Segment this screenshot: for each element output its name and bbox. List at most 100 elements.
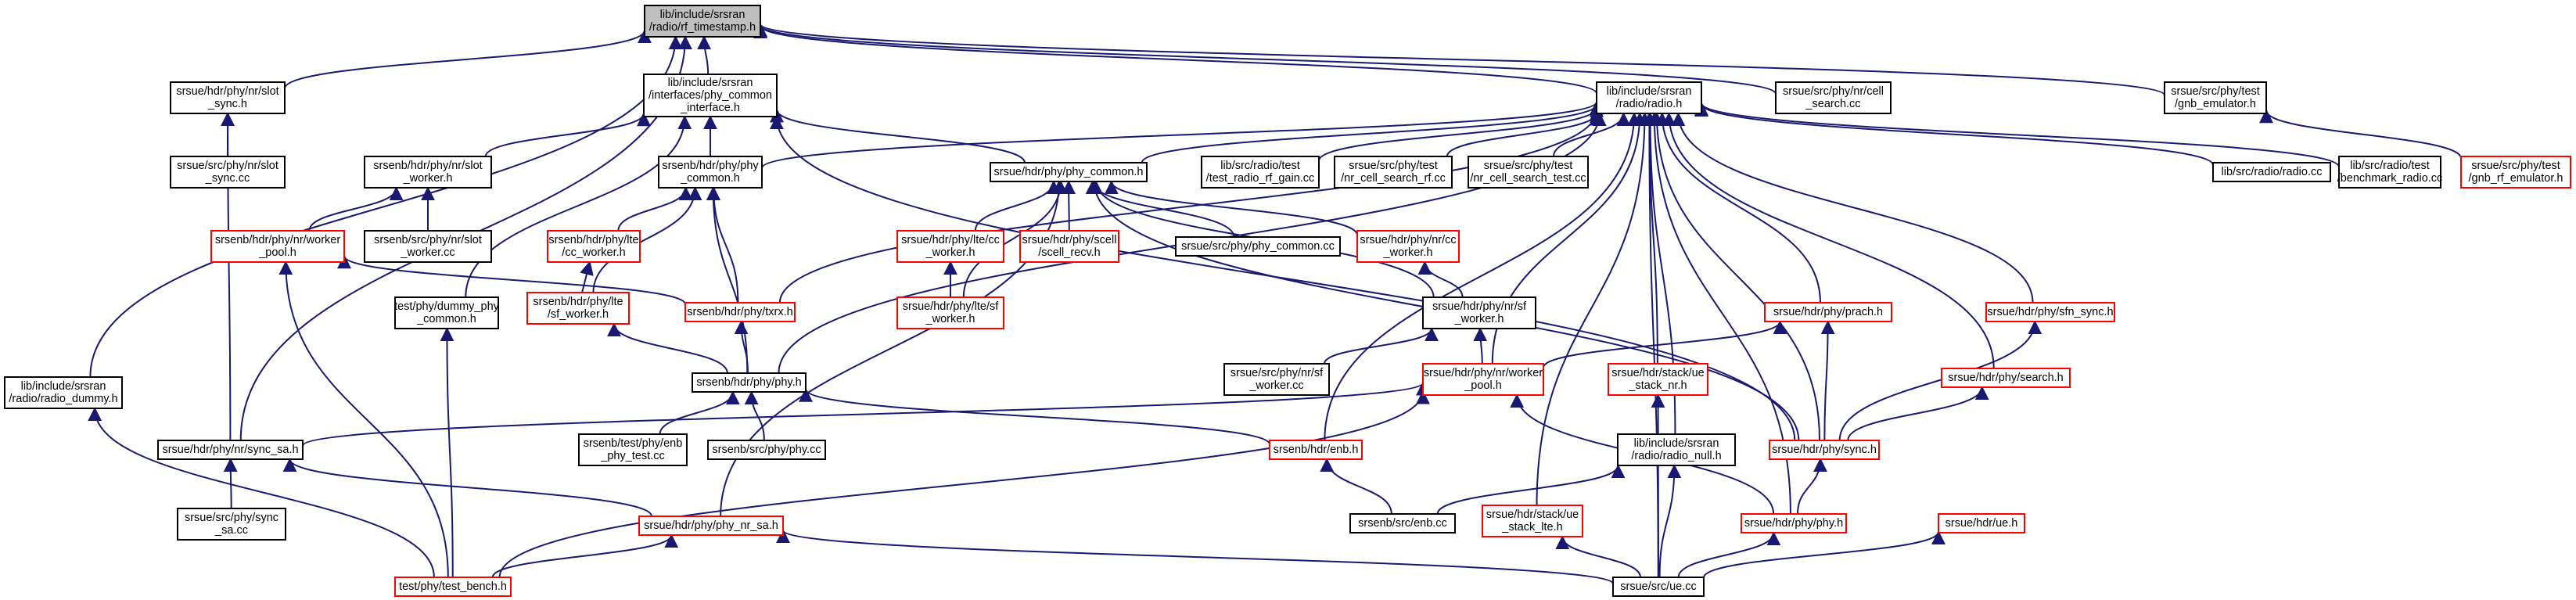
- node-sync_sa_cc[interactable]: srsue/src/phy/sync_sa.cc: [177, 508, 286, 541]
- node-box: [1422, 296, 1536, 329]
- edge-enb_nr_worker_pool-to-enb_slot_worker_h: [308, 186, 404, 232]
- node-box: [990, 162, 1148, 182]
- node-enb_slot_worker_cc[interactable]: srsenb/src/phy/nr/slot_worker.cc: [364, 230, 492, 263]
- node-enb_lte_sf_worker[interactable]: srsenb/hdr/phy/lte/sf_worker.h: [526, 292, 630, 325]
- node-box: [1269, 440, 1363, 460]
- node-label-line: /radio/radio_dummy.h: [9, 393, 117, 405]
- node-label-line: srsenb/hdr/phy/phy.h: [696, 376, 801, 389]
- node-box: [644, 5, 761, 38]
- edge-ue_cc-to-radio_null_h: [1658, 464, 1682, 578]
- node-box: [1468, 156, 1589, 189]
- node-enb_nr_worker_pool[interactable]: srsenb/hdr/phy/nr/worker_pool.h: [210, 230, 345, 263]
- node-ue_phy_common_cc[interactable]: srsue/src/phy/phy_common.cc: [1175, 236, 1341, 257]
- node-label-line: /cc_worker.h: [562, 246, 625, 259]
- node-ue_phy_h[interactable]: srsue/hdr/phy/phy.h: [1741, 513, 1847, 534]
- node-box: [1769, 440, 1880, 460]
- edge-cell_search_cc-to-rf_timestamp: [753, 23, 1777, 95]
- node-enb_txrx[interactable]: srsenb/hdr/phy/txrx.h: [684, 302, 796, 322]
- node-enb_lte_cc_worker[interactable]: srsenb/hdr/phy/lte/cc_worker.h: [547, 230, 641, 263]
- node-label-line: _sa.cc: [214, 524, 248, 537]
- node-ue_phy_common_h[interactable]: srsue/hdr/phy/phy_common.h: [990, 162, 1148, 182]
- node-box: [1764, 302, 1892, 322]
- edge-ue_nr_sync_sa-to-ue_nr_worker_pool: [302, 381, 1430, 447]
- node-label-line: _interface.h: [680, 102, 740, 114]
- node-enb_phy_cc[interactable]: srsenb/src/phy/phy.cc: [707, 440, 826, 460]
- node-ue_nr_worker_pool[interactable]: srsue/hdr/phy/nr/worker_pool.h: [1422, 363, 1544, 396]
- node-radio_h[interactable]: lib/include/srsran/radio/radio.h: [1596, 81, 1702, 114]
- edge-ue_cc-to-ue_h: [1703, 530, 1945, 579]
- node-ue_lte_sf_worker[interactable]: srsue/hdr/phy/lte/sf_worker.h: [896, 296, 1004, 329]
- node-label-line: _worker.h: [1383, 246, 1433, 259]
- edge-test_bench_h-to-radio_dummy_h: [88, 407, 435, 578]
- node-scell_recv[interactable]: srsue/hdr/phy/scell/scell_recv.h: [1019, 230, 1119, 263]
- node-box: [2212, 162, 2331, 182]
- node-nr_cell_search_rf[interactable]: srsue/src/phy/test/nr_cell_search_rf.cc: [1334, 156, 1453, 189]
- node-ue_nr_sf_worker_cc[interactable]: srsue/src/phy/nr/sf_worker.cc: [1223, 363, 1330, 396]
- node-test_bench_h[interactable]: test/phy/test_bench.h: [394, 577, 512, 597]
- node-prach_h[interactable]: srsue/hdr/phy/prach.h: [1764, 302, 1892, 322]
- node-box: [896, 296, 1004, 329]
- node-box: [1617, 433, 1736, 466]
- edge-stack_lte_h-to-radio_h: [1536, 112, 1652, 506]
- node-ue_nr_sf_worker[interactable]: srsue/hdr/phy/nr/sf_worker.h: [1422, 296, 1536, 329]
- node-enb_phy_test[interactable]: srsenb/test/phy/enb_phy_test.cc: [578, 433, 688, 466]
- node-radio_dummy_h[interactable]: lib/include/srsran/radio/radio_dummy.h: [4, 376, 123, 409]
- node-enb_phy_h[interactable]: srsenb/hdr/phy/phy.h: [692, 372, 807, 393]
- node-enb_slot_worker_h[interactable]: srsenb/hdr/phy/nr/slot_worker.h: [364, 156, 492, 189]
- node-search_h[interactable]: srsue/hdr/phy/search.h: [1941, 368, 2071, 388]
- node-gnb_rf_emulator[interactable]: srsue/src/phy/test/gnb_rf_emulator.h: [2460, 156, 2571, 189]
- node-box: [1608, 363, 1708, 396]
- node-test_radio_rf_gain[interactable]: lib/src/radio/test/test_radio_rf_gain.cc: [1201, 156, 1320, 189]
- edge-test_bench_h-to-enb_nr_worker_pool: [278, 260, 449, 578]
- node-radio_null_h[interactable]: lib/include/srsran/radio/radio_null.h: [1617, 433, 1736, 466]
- node-slot_sync_cc[interactable]: srsue/src/phy/nr/slot_sync.cc: [170, 156, 286, 189]
- node-enb_h[interactable]: srsenb/hdr/enb.h: [1269, 440, 1363, 460]
- node-ue_h[interactable]: srsue/hdr/ue.h: [1938, 513, 2025, 534]
- node-label-line: srsue/src/phy/test: [2171, 85, 2260, 98]
- edge-prach_h-to-radio_h: [1654, 112, 1821, 304]
- node-benchmark_radio[interactable]: lib/src/radio/test/benchmark_radio.cc: [2337, 156, 2443, 189]
- node-box: [157, 440, 304, 460]
- node-ue_nr_cc_worker[interactable]: srsue/hdr/phy/nr/cc_worker.h: [1356, 230, 1460, 263]
- node-label-line: _search.cc: [1805, 98, 1860, 110]
- node-nr_cell_search_test[interactable]: srsue/src/phy/test/nr_cell_search_test.c…: [1468, 156, 1589, 189]
- node-label-line: _worker.cc: [400, 246, 454, 259]
- node-label-line: srsue/src/phy/nr/cell: [1783, 85, 1884, 98]
- node-slot_sync_h[interactable]: srsue/hdr/phy/nr/slot_sync.h: [170, 81, 286, 114]
- node-label-line: srsue/src/phy/nr/sf: [1231, 367, 1324, 379]
- node-label-line: srsue/src/phy/test: [1484, 160, 1573, 172]
- edge-radio_dummy_h-to-rf_timestamp: [89, 35, 683, 378]
- node-cell_search_cc[interactable]: srsue/src/phy/nr/cell_search.cc: [1775, 81, 1892, 114]
- node-ue_cc[interactable]: srsue/src/ue.cc: [1612, 577, 1705, 597]
- edge-enb_phy_h-to-enb_phy_common_h: [706, 186, 749, 374]
- node-ue_sync_h[interactable]: srsue/hdr/phy/sync.h: [1769, 440, 1880, 460]
- edge-phy_common_iface-to-rf_timestamp: [697, 35, 712, 75]
- edge-ue_cc-to-phy_nr_sa: [776, 529, 1614, 585]
- edge-test_bench_h-to-phy_nr_sa: [491, 534, 679, 578]
- node-label-line: _pool.h: [1464, 379, 1502, 392]
- node-test_dummy_phy_common[interactable]: test/phy/dummy_phy_common.h: [394, 296, 500, 329]
- node-label-line: srsenb/hdr/enb.h: [1274, 444, 1359, 456]
- node-label-line: /interfaces/phy_common: [648, 89, 772, 102]
- node-ue_lte_cc_worker[interactable]: srsue/hdr/phy/lte/cc_worker.h: [896, 230, 1004, 263]
- node-stack_nr_h[interactable]: srsue/hdr/stack/ue_stack_nr.h: [1608, 363, 1708, 396]
- edge-ue_sync_h-to-phy_common_iface: [769, 115, 1796, 441]
- node-box: [170, 81, 286, 114]
- node-enb_phy_common_h[interactable]: srsenb/hdr/phy/phy_common.h: [658, 156, 763, 189]
- node-ue_nr_sync_sa[interactable]: srsue/hdr/phy/nr/sync_sa.h: [157, 440, 304, 460]
- node-sfn_sync_h[interactable]: srsue/hdr/phy/sfn_sync.h: [1985, 302, 2115, 322]
- edge-ue_phy_common_h-to-radio_h: [1141, 102, 1604, 163]
- node-box: [1349, 513, 1456, 534]
- node-label-line: _common.h: [416, 313, 476, 325]
- node-box: [1596, 81, 1702, 114]
- node-radio_cc[interactable]: lib/src/radio/radio.cc: [2212, 162, 2331, 182]
- node-label-line: srsue/hdr/phy/lte/sf: [903, 300, 999, 313]
- node-enb_cc[interactable]: srsenb/src/enb.cc: [1349, 513, 1456, 534]
- node-label-line: /test_radio_rf_gain.cc: [1206, 172, 1315, 185]
- node-stack_lte_h[interactable]: srsue/hdr/stack/ue_stack_lte.h: [1482, 505, 1583, 537]
- node-box: [364, 230, 492, 263]
- node-label-line: lib/include/srsran: [21, 380, 106, 393]
- node-gnb_emulator_h[interactable]: srsue/src/phy/test/gnb_emulator.h: [2164, 81, 2267, 114]
- node-phy_nr_sa[interactable]: srsue/hdr/phy/phy_nr_sa.h: [638, 516, 784, 536]
- node-phy_common_iface[interactable]: lib/include/srsran/interfaces/phy_common…: [643, 74, 778, 117]
